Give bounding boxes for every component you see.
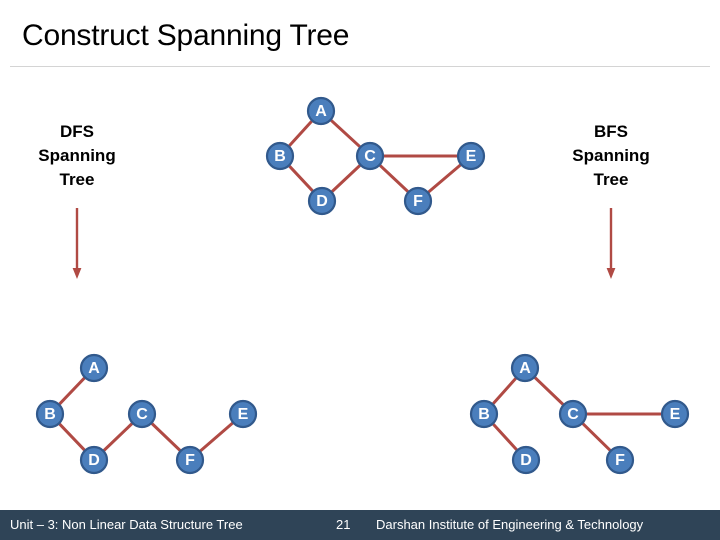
footer-unit-label: Unit – 3: Non Linear Data Structure Tree xyxy=(10,517,243,532)
graph-edge xyxy=(100,420,136,454)
graph-node-e: E xyxy=(456,141,486,171)
graph-node-c: C xyxy=(127,399,157,429)
down-arrow-icon xyxy=(604,208,618,280)
graph-edge xyxy=(56,374,88,408)
graph-edge xyxy=(148,420,184,454)
dfs-caption: DFS Spanning Tree xyxy=(12,120,142,192)
node-label: D xyxy=(520,452,532,469)
node-label: E xyxy=(238,406,249,423)
bfs-caption-line-2: Spanning xyxy=(572,146,650,166)
graph-node-a: A xyxy=(510,353,540,383)
page-title: Construct Spanning Tree xyxy=(22,19,350,52)
graph-node-d: D xyxy=(511,445,541,475)
node-label: C xyxy=(136,406,148,423)
graph-node-e: E xyxy=(660,399,690,429)
node-label: C xyxy=(567,406,579,423)
original-graph: A B C D E F xyxy=(0,0,720,250)
title-divider xyxy=(10,66,710,67)
graph-node-a: A xyxy=(79,353,109,383)
graph-edge xyxy=(328,162,364,195)
dfs-spanning-tree: A B C D E F xyxy=(0,330,330,505)
dfs-caption-line-1: DFS xyxy=(60,122,94,141)
node-label: A xyxy=(519,360,531,377)
graph-node-c: C xyxy=(355,141,385,171)
graph-node-b: B xyxy=(35,399,65,429)
node-label: E xyxy=(670,406,681,423)
node-circle xyxy=(403,186,433,216)
footer-page-number: 21 xyxy=(336,517,351,532)
node-label: E xyxy=(466,148,477,165)
node-circle xyxy=(511,445,541,475)
node-circle xyxy=(510,353,540,383)
node-label: A xyxy=(88,360,100,377)
node-circle xyxy=(228,399,258,429)
footer-bar: Unit – 3: Non Linear Data Structure Tree… xyxy=(0,510,720,540)
graph-edge xyxy=(285,117,316,150)
node-circle xyxy=(469,399,499,429)
bfs-caption-line-1: BFS xyxy=(594,122,628,141)
node-label: B xyxy=(274,148,286,165)
graph-node-d: D xyxy=(307,186,337,216)
graph-edge xyxy=(56,420,88,454)
graph-node-d: D xyxy=(79,445,109,475)
node-circle xyxy=(79,445,109,475)
graph-edge xyxy=(489,374,520,408)
node-label: F xyxy=(615,452,625,469)
node-circle xyxy=(307,186,337,216)
node-circle xyxy=(175,445,205,475)
node-label: F xyxy=(413,193,423,210)
graph-edge xyxy=(286,162,316,195)
node-circle xyxy=(558,399,588,429)
graph-edge xyxy=(424,161,465,196)
graph-node-e: E xyxy=(228,399,258,429)
node-label: A xyxy=(315,103,327,120)
graph-node-f: F xyxy=(175,445,205,475)
dfs-caption-line-2: Spanning xyxy=(38,146,116,166)
node-label: F xyxy=(185,452,195,469)
graph-node-b: B xyxy=(469,399,499,429)
node-circle xyxy=(306,96,336,126)
node-circle xyxy=(456,141,486,171)
graph-edge xyxy=(376,162,412,195)
node-label: B xyxy=(44,406,56,423)
node-circle xyxy=(265,141,295,171)
graph-node-c: C xyxy=(558,399,588,429)
graph-edge xyxy=(531,374,567,408)
graph-edge xyxy=(327,116,364,151)
node-circle xyxy=(605,445,635,475)
node-circle xyxy=(79,353,109,383)
node-label: C xyxy=(364,148,376,165)
node-circle xyxy=(355,141,385,171)
graph-node-f: F xyxy=(605,445,635,475)
node-label: D xyxy=(88,452,100,469)
node-label: D xyxy=(316,193,328,210)
graph-edge xyxy=(579,420,614,454)
graph-edge xyxy=(489,420,521,454)
bfs-caption: BFS Spanning Tree xyxy=(546,120,676,192)
bfs-caption-line-3: Tree xyxy=(593,170,629,190)
graph-node-a: A xyxy=(306,96,336,126)
footer-organization-label: Darshan Institute of Engineering & Techn… xyxy=(376,517,644,532)
down-arrow-icon xyxy=(70,208,84,280)
node-label: B xyxy=(478,406,490,423)
node-circle xyxy=(127,399,157,429)
bfs-spanning-tree: A B C D E F xyxy=(430,330,720,505)
graph-node-f: F xyxy=(403,186,433,216)
node-circle xyxy=(660,399,690,429)
dfs-caption-line-3: Tree xyxy=(59,170,95,190)
node-circle xyxy=(35,399,65,429)
graph-node-b: B xyxy=(265,141,295,171)
graph-edge xyxy=(196,419,237,455)
